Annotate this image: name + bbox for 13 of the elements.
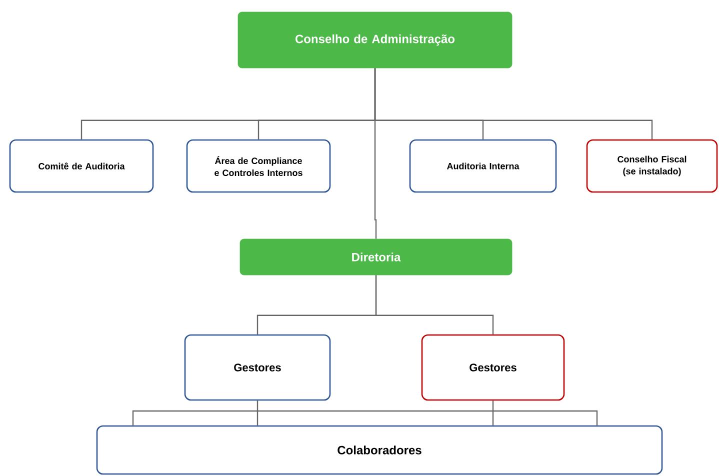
unit-box: Comitê de Auditoria — [9, 139, 154, 193]
connector-line — [374, 68, 377, 239]
connector-line — [256, 400, 598, 427]
unit-box: Auditoria Interna — [409, 139, 557, 193]
header-box: Diretoria — [240, 238, 512, 276]
connector-line — [375, 275, 494, 334]
connector-line — [132, 400, 258, 427]
unit-box: Conselho Fiscal (se instalado) — [586, 139, 718, 193]
unit-box: Gestores — [421, 334, 565, 401]
unit-box: Colaboradores — [96, 425, 663, 475]
unit-box: Gestores — [184, 334, 331, 401]
unit-box: Área de Compliance e Controles Internos — [186, 139, 331, 193]
header-box: Conselho de Administração — [238, 12, 512, 68]
